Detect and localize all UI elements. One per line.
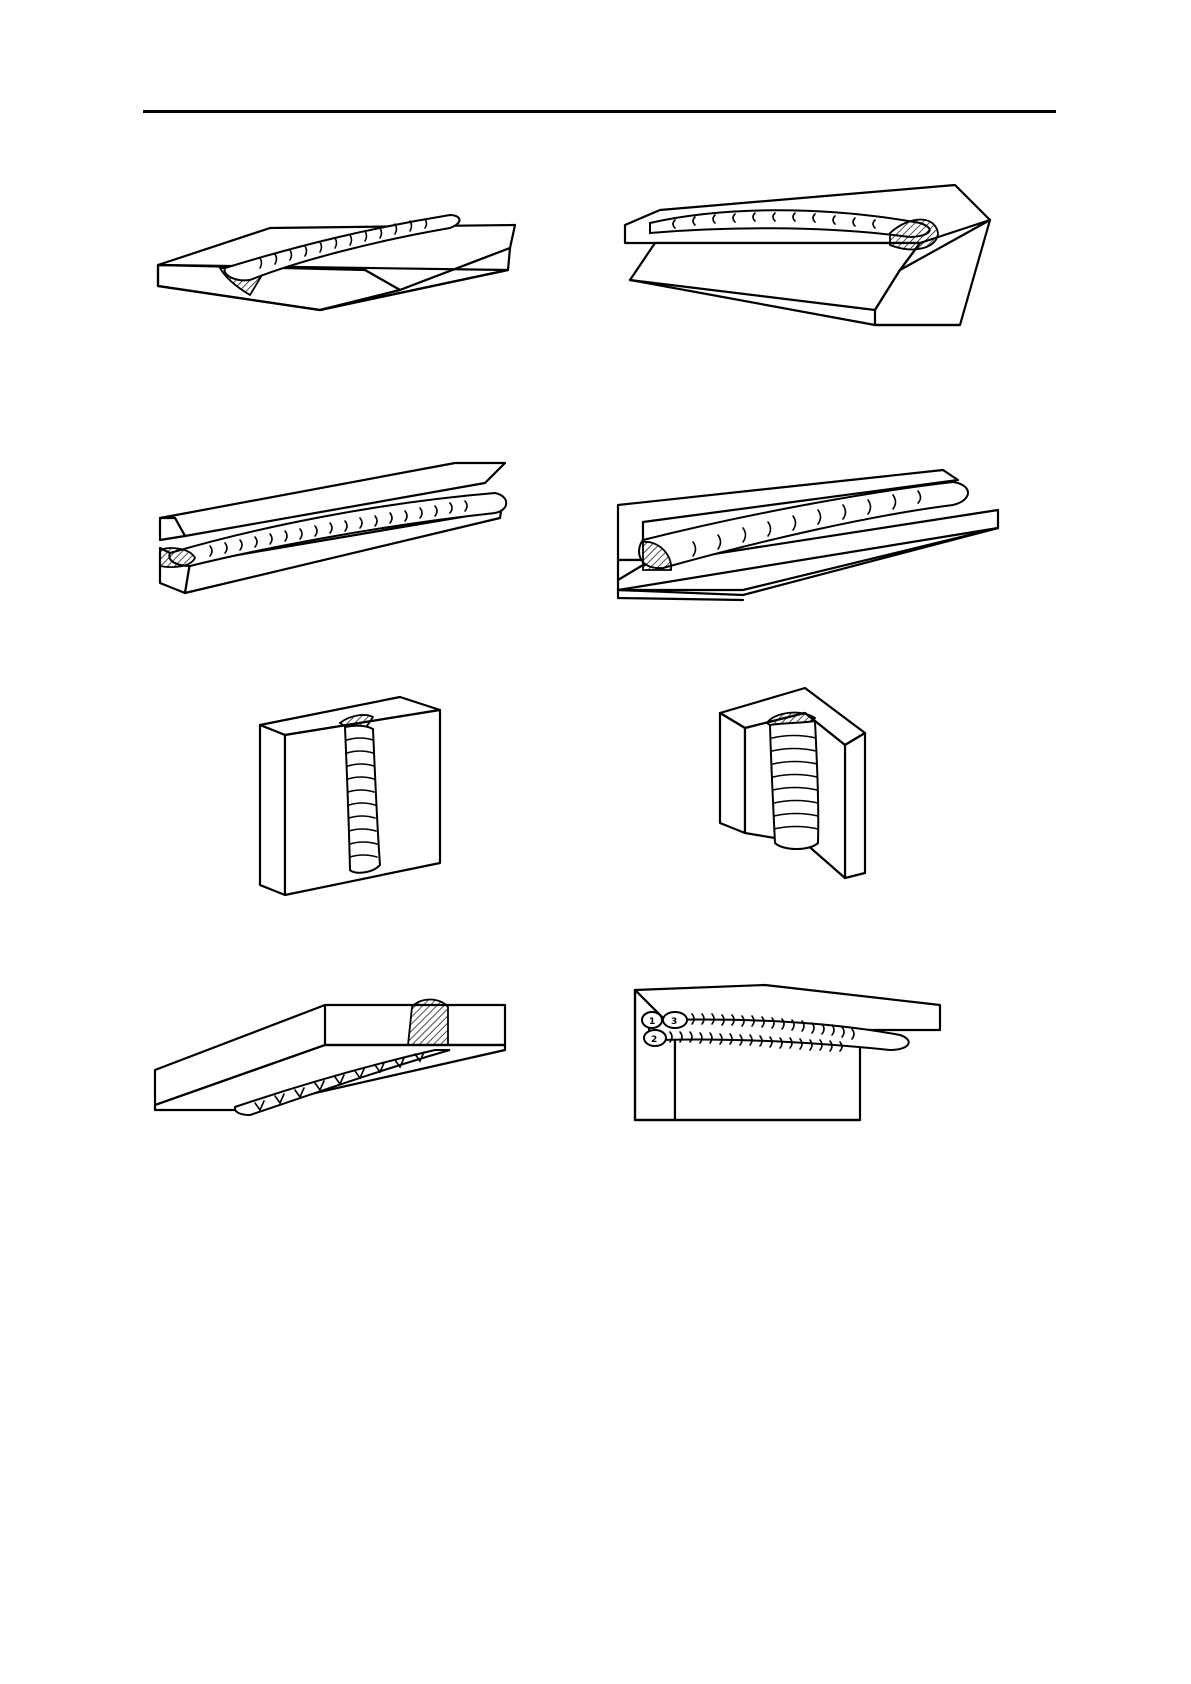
pass-2-label: 2 — [651, 1035, 657, 1045]
overhead-fillet-weld-drawing: 1 3 2 — [630, 980, 950, 1125]
pass-1-label: 1 — [649, 1017, 655, 1027]
flat-fillet-weld-drawing — [620, 185, 1000, 335]
horizontal-butt-weld-drawing — [155, 458, 515, 598]
vertical-butt-weld-drawing — [255, 695, 445, 900]
pass-3-label: 3 — [671, 1017, 677, 1027]
overhead-butt-weld-drawing — [150, 995, 510, 1120]
flat-butt-weld-drawing — [150, 210, 520, 315]
header-rule — [143, 110, 1056, 113]
vertical-fillet-weld-drawing — [715, 683, 875, 883]
horizontal-fillet-weld-drawing — [613, 470, 1008, 600]
